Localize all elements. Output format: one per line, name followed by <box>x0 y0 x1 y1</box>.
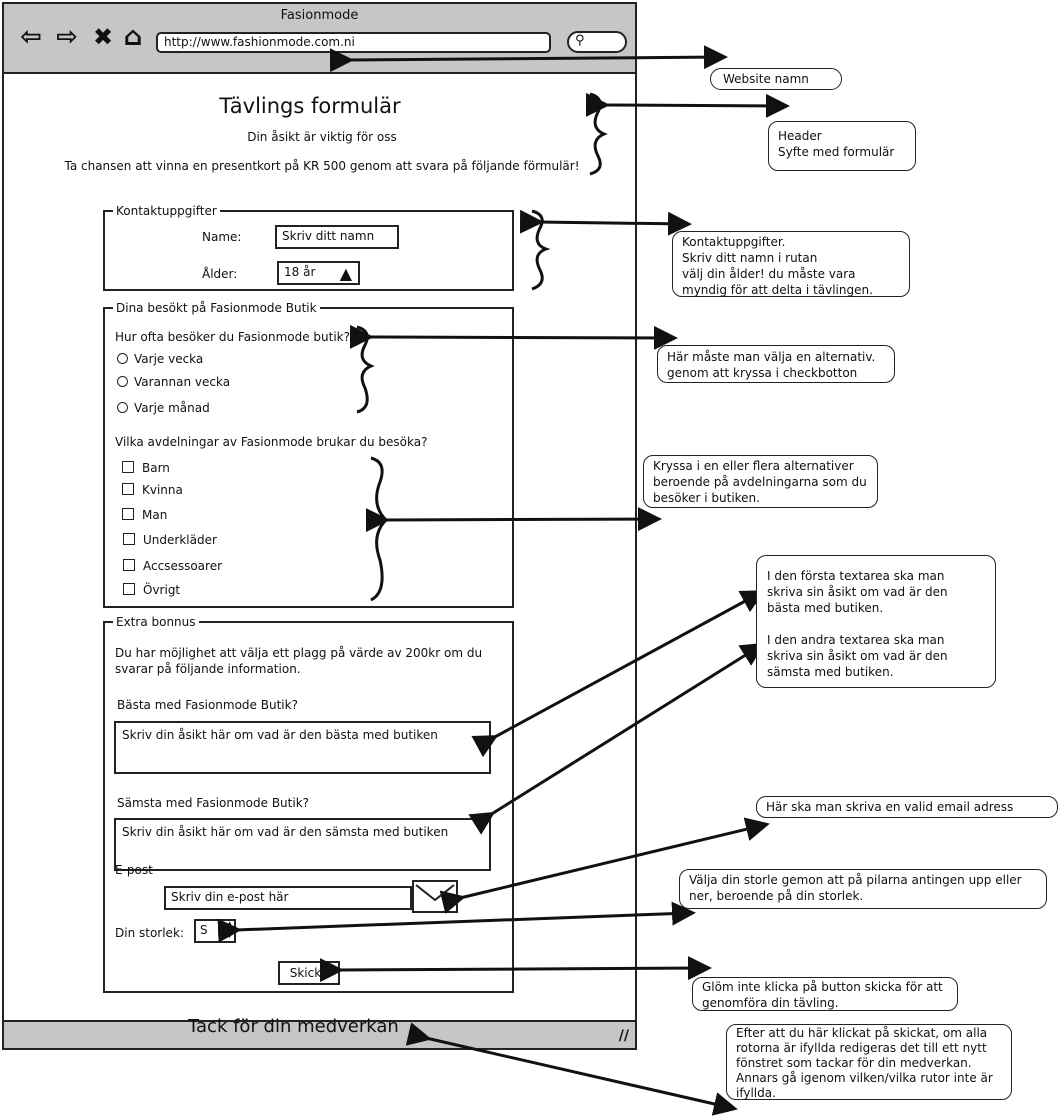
age-value: 18 år <box>284 265 316 279</box>
checkbox-icon <box>122 508 134 520</box>
annotation-contact: Kontaktuppgifter. Skriv ditt namn i ruta… <box>672 231 910 297</box>
age-select[interactable]: 18 år ▲ <box>277 261 360 285</box>
annotation-frequency: Här måste man välja en alternativ. genom… <box>657 345 895 383</box>
department-option[interactable]: Man <box>122 508 167 522</box>
best-textarea[interactable]: Skriv din åsikt här om vad är den bästa … <box>114 721 491 774</box>
search-icon: ⚲ <box>575 33 585 48</box>
brace-departments <box>370 456 389 602</box>
size-value: S <box>200 923 208 937</box>
page-purpose: Ta chansen att vinna en presentkort på K… <box>64 159 580 173</box>
age-label: Ålder: <box>202 267 238 281</box>
bonus-legend: Extra bonnus <box>116 615 196 629</box>
page-title: Tävlings formulär <box>219 94 401 118</box>
checkbox-icon <box>123 583 135 595</box>
checkbox-icon <box>123 533 135 545</box>
bonus-intro: Du har möjlighet att välja ett plagg på … <box>115 646 483 676</box>
frequency-option[interactable]: Varje månad <box>117 401 210 415</box>
radio-icon <box>117 376 128 387</box>
department-option[interactable]: Kvinna <box>122 483 183 497</box>
radio-icon <box>117 402 128 413</box>
close-icon[interactable]: ✖ <box>92 23 114 51</box>
checkbox-icon <box>123 559 135 571</box>
radio-icon <box>117 353 128 364</box>
best-label: Bästa med Fasionmode Butik? <box>117 698 298 712</box>
back-arrow-icon[interactable]: ⇦ <box>20 22 42 52</box>
name-input[interactable]: Skriv ditt namn <box>275 225 399 249</box>
frequency-question: Hur ofta besöker du Fasionmode butik? <box>115 330 351 344</box>
window-title: Fasionmode <box>280 8 359 23</box>
brace-header <box>589 92 608 176</box>
worst-label: Sämsta med Fasionmode Butik? <box>117 796 310 810</box>
checkbox-icon <box>122 461 134 473</box>
annotation-submit: Glöm inte klicka på button skicka för at… <box>692 977 958 1011</box>
frequency-option[interactable]: Varje vecka <box>117 352 203 366</box>
frequency-option[interactable]: Varannan vecka <box>117 375 230 389</box>
email-label: E-post <box>115 863 153 877</box>
forward-arrow-icon[interactable]: ⇨ <box>56 22 78 52</box>
checkbox-icon <box>122 483 134 495</box>
visit-legend: Dina besökt på Fasionmode Butik <box>116 301 317 315</box>
annotation-email: Här ska man skriva en valid email adress <box>756 796 1058 818</box>
home-icon[interactable]: ⌂ <box>123 22 143 52</box>
annotation-after-submit: Efter att du här klickat på skickat, om … <box>726 1024 1012 1100</box>
triangle-up-icon[interactable]: ▲ <box>339 264 352 283</box>
annotation-size: Välja din storle gemon att på pilarna an… <box>679 869 1047 909</box>
brace-frequency <box>356 325 375 414</box>
annotation-header: Header Syfte med formulär <box>768 121 916 171</box>
annotation-website-name: Website namn <box>710 68 842 90</box>
thank-you-text: Tack för din medverkan <box>188 1016 399 1037</box>
department-option[interactable]: Barn <box>122 461 170 475</box>
contact-legend: Kontaktuppgifter <box>116 204 217 218</box>
visit-fieldset: Dina besökt på Fasionmode Butik <box>103 301 514 608</box>
worst-textarea[interactable]: Skriv din åsikt här om vad är den sämsta… <box>114 818 491 871</box>
departments-question: Vilka avdelningar av Fasionmode brukar d… <box>115 435 428 449</box>
department-option[interactable]: Underkläder <box>123 533 217 547</box>
page-subtitle: Din åsikt är viktig för oss <box>247 130 397 144</box>
department-option[interactable]: Övrigt <box>123 583 180 597</box>
name-label: Name: <box>202 230 242 244</box>
contact-fieldset: Kontaktuppgifter <box>103 204 514 291</box>
annotation-departments: Kryssa i en eller flera alternativer ber… <box>643 455 878 508</box>
annotation-textareas: I den första textarea ska man skriva sin… <box>756 555 996 688</box>
size-label: Din storlek: <box>115 926 184 940</box>
department-option[interactable]: Accsessoarer <box>123 559 222 573</box>
